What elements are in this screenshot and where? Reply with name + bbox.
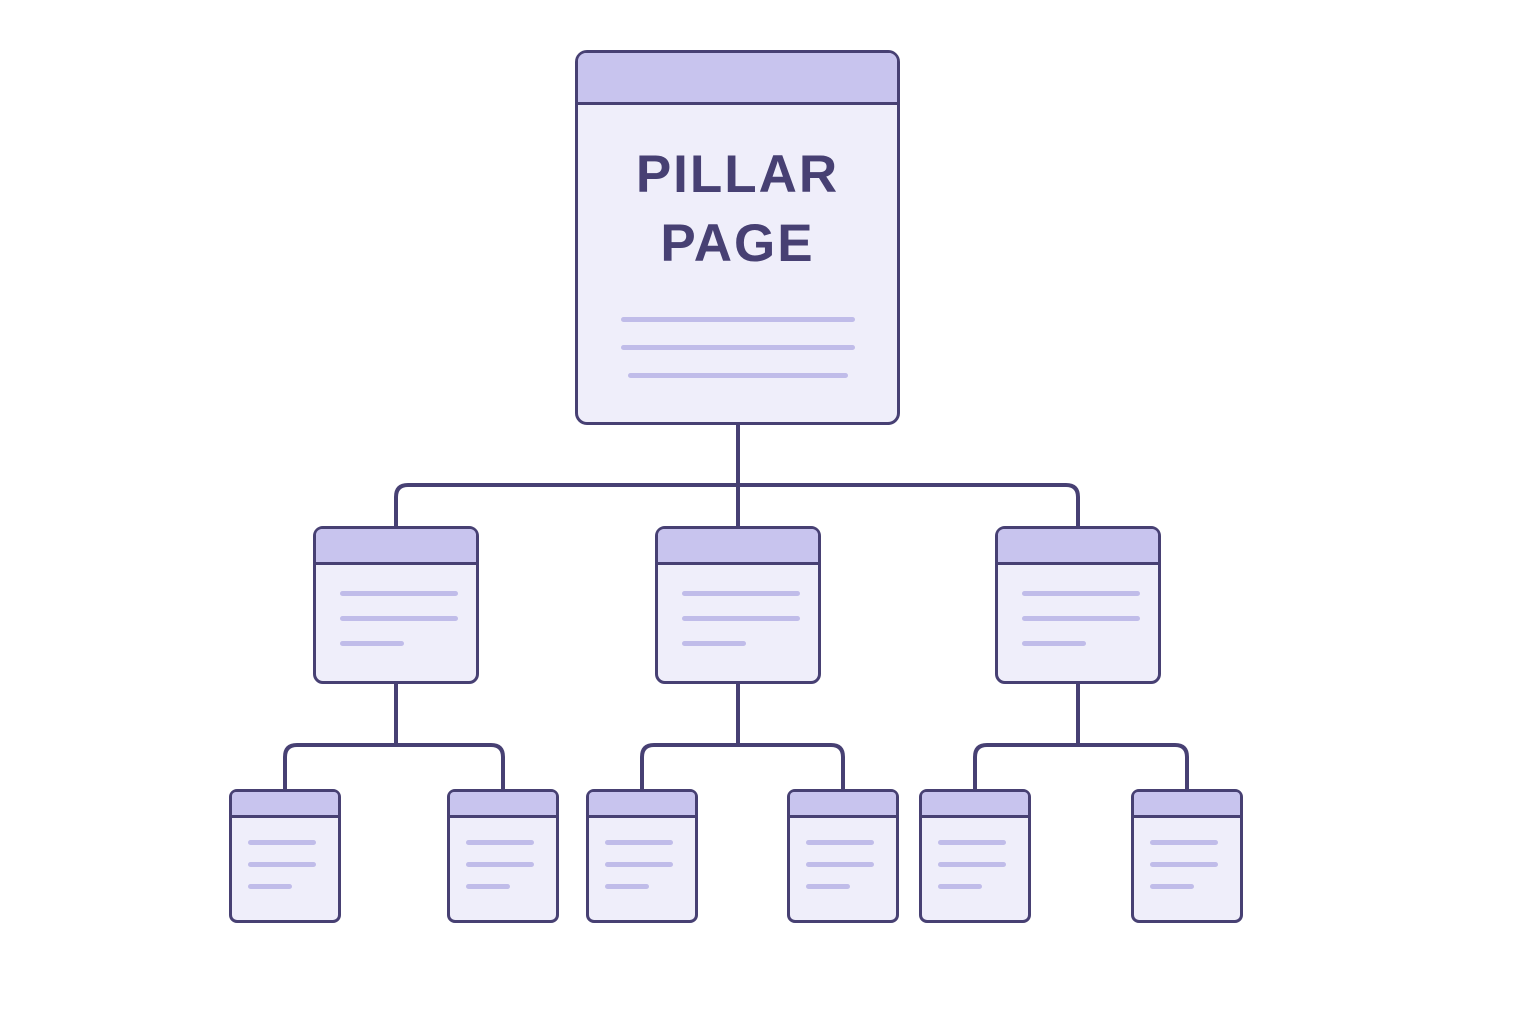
placeholder-line <box>605 840 673 845</box>
sub-page-card-5 <box>919 789 1031 923</box>
placeholder-line <box>806 862 874 867</box>
sub-page-header <box>790 792 896 818</box>
sub-page-header <box>232 792 338 818</box>
pillar-page-body: PILLAR PAGE <box>578 105 897 378</box>
placeholder-line <box>1022 641 1086 646</box>
cluster-page-header <box>658 529 818 565</box>
placeholder-line <box>340 616 458 621</box>
sub-page-card-1 <box>229 789 341 923</box>
placeholder-line <box>466 862 534 867</box>
sub-page-placeholder-text <box>922 818 1028 889</box>
placeholder-line <box>806 840 874 845</box>
sub-page-placeholder-text <box>1134 818 1240 889</box>
connector-cluster2-to-subpages <box>640 743 845 793</box>
placeholder-line <box>248 840 316 845</box>
connector-cluster1-to-subpages <box>283 743 505 793</box>
cluster-page-header <box>316 529 476 565</box>
sub-page-placeholder-text <box>232 818 338 889</box>
placeholder-line <box>627 372 848 378</box>
connector-cluster3-to-subpages <box>973 743 1189 793</box>
placeholder-line <box>620 316 855 322</box>
placeholder-line <box>466 840 534 845</box>
placeholder-line <box>1150 884 1194 889</box>
pillar-page-header <box>578 53 897 105</box>
placeholder-line <box>938 862 1006 867</box>
placeholder-line <box>682 591 800 596</box>
sub-page-card-4 <box>787 789 899 923</box>
placeholder-line <box>806 884 850 889</box>
placeholder-line <box>248 862 316 867</box>
placeholder-line <box>248 884 292 889</box>
placeholder-line <box>1150 862 1218 867</box>
cluster-page-card-3 <box>995 526 1161 684</box>
sub-page-header <box>589 792 695 818</box>
placeholder-line <box>938 840 1006 845</box>
placeholder-line <box>1022 616 1140 621</box>
sub-page-placeholder-text <box>790 818 896 889</box>
placeholder-line <box>620 344 855 350</box>
cluster-page-header <box>998 529 1158 565</box>
placeholder-line <box>466 884 510 889</box>
placeholder-line <box>605 884 649 889</box>
placeholder-line <box>605 862 673 867</box>
sub-page-card-6 <box>1131 789 1243 923</box>
sub-page-header <box>1134 792 1240 818</box>
cluster-placeholder-text <box>658 565 818 646</box>
placeholder-line <box>1022 591 1140 596</box>
sub-page-card-3 <box>586 789 698 923</box>
placeholder-line <box>682 616 800 621</box>
placeholder-line <box>1150 840 1218 845</box>
cluster-placeholder-text <box>316 565 476 646</box>
placeholder-line <box>340 641 404 646</box>
pillar-page-card: PILLAR PAGE <box>575 50 900 425</box>
cluster-page-card-1 <box>313 526 479 684</box>
pillar-placeholder-text <box>578 316 897 378</box>
cluster-page-card-2 <box>655 526 821 684</box>
sub-page-header <box>922 792 1028 818</box>
sub-page-placeholder-text <box>450 818 556 889</box>
cluster-placeholder-text <box>998 565 1158 646</box>
placeholder-line <box>340 591 458 596</box>
pillar-page-title: PILLAR PAGE <box>635 145 840 273</box>
placeholder-line <box>682 641 746 646</box>
sub-page-card-2 <box>447 789 559 923</box>
sub-page-header <box>450 792 556 818</box>
connector-pillar-to-clusters <box>394 483 1080 530</box>
sub-page-placeholder-text <box>589 818 695 889</box>
placeholder-line <box>938 884 982 889</box>
